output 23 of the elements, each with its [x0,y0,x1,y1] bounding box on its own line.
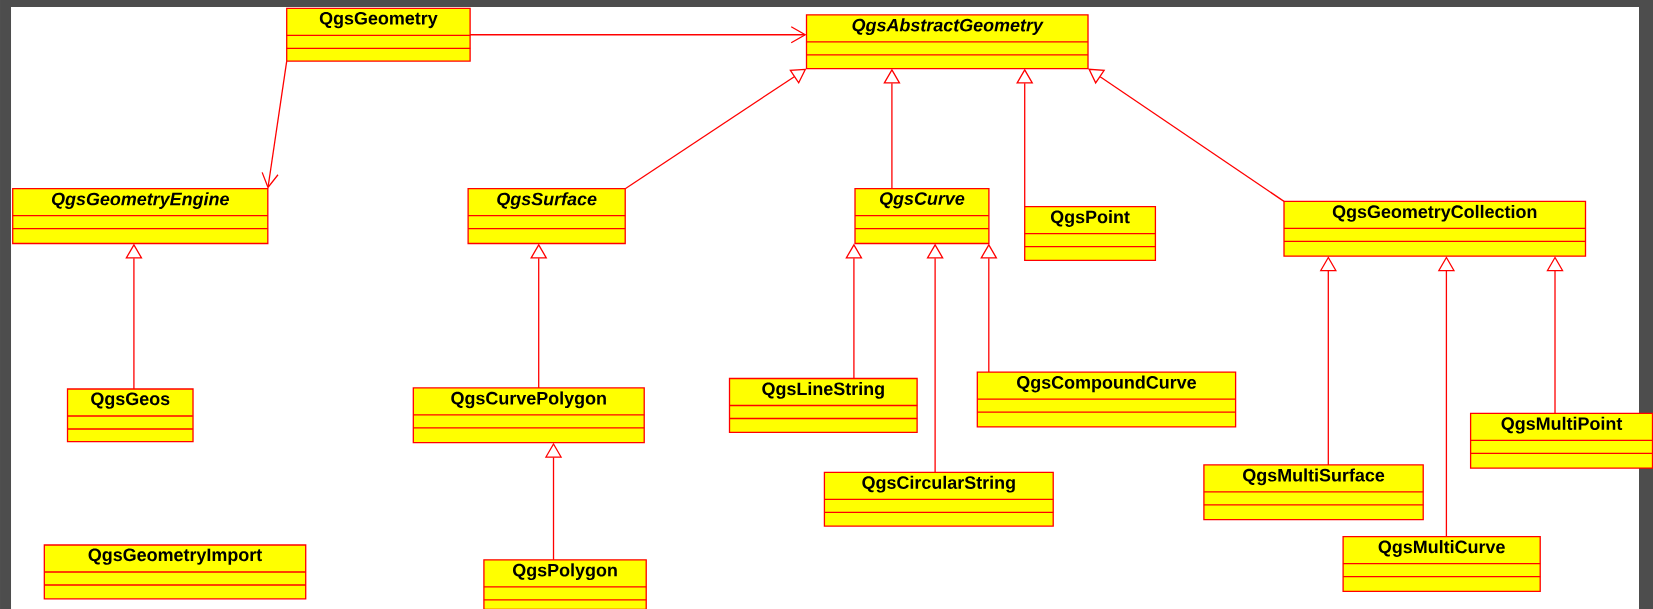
arrow [261,60,288,189]
arrow [1546,256,1564,414]
class-box: QgsMultiSurface [1203,464,1424,521]
class-box: QgsPoint [1024,205,1157,262]
class-box: QgsAbstractGeometry [805,14,1089,70]
class-box: QgsCircularString [823,471,1054,527]
arrow [1088,68,1285,203]
class-box: QgsGeometry [286,7,471,62]
arrow [1319,256,1337,466]
class-box: QgsSurface [467,188,626,245]
class-box: QgsGeometryImport [43,544,307,600]
class-box: QgsGeometryEngine [12,188,269,245]
arrow [624,68,807,190]
class-box: QgsCompoundCurve [976,371,1237,428]
class-box: QgsGeometryCollection [1283,200,1587,257]
class-box: QgsGeos [66,388,194,443]
arrow [469,26,807,44]
class-box: QgsLineString [728,377,918,433]
class-box: QgsCurve [854,188,990,245]
class-box: QgsPolygon [483,559,647,609]
class-box: QgsCurvePolygon [412,387,645,444]
class-box: QgsMultiCurve [1342,535,1541,593]
class-box: QgsMultiPoint [1469,412,1653,469]
